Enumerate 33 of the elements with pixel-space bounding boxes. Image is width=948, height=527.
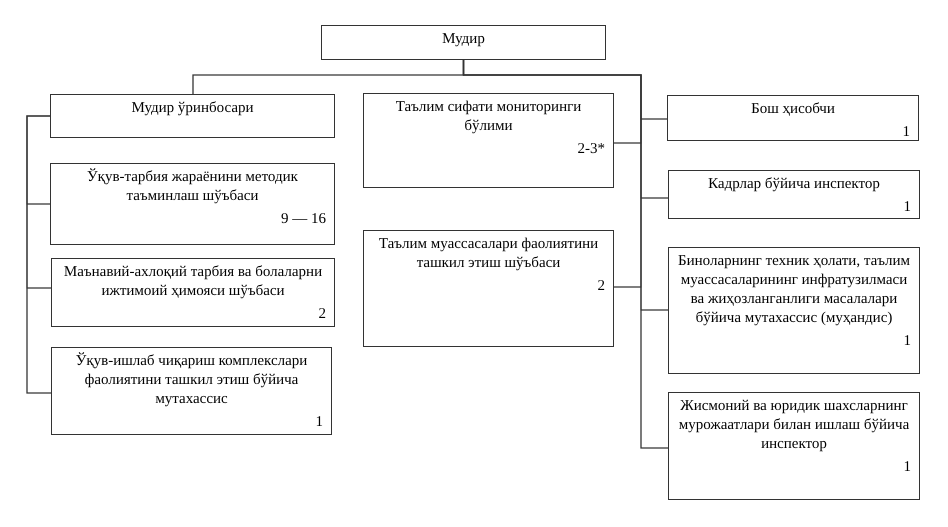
org-box	[51, 258, 335, 327]
connector-line	[462, 60, 668, 449]
staff-count: 2	[318, 305, 326, 324]
staff-count: 1	[904, 458, 911, 477]
staff-count: 1	[902, 123, 910, 142]
org-box	[668, 247, 920, 374]
box-title: Мудир ўринбосари	[131, 99, 254, 118]
box-title: Жисмоний ва юридик шахсларнинг мурожаатлари билан ишлаш бўйича инспектор	[678, 397, 910, 454]
connector-line	[26, 115, 51, 394]
staff-count: 1	[316, 413, 323, 432]
box-title: Ўқув-ишлаб чиқариш комплекслари фаолиятини ташкил этиш бўйича мутахассис	[74, 352, 308, 409]
org-box	[363, 93, 614, 188]
org-box	[363, 230, 614, 347]
org-box	[668, 170, 920, 219]
staff-count: 2	[598, 277, 605, 296]
staff-count: 9 — 16	[281, 210, 326, 229]
box-title: Мудир	[442, 30, 485, 49]
staff-count: 1	[904, 332, 911, 351]
org-box	[50, 163, 335, 245]
box-title: Таълим муассасалари фаолиятини ташкил этиш шўъбаси	[378, 235, 600, 273]
box-title: Биноларнинг техник ҳолати, таълим муассасаларининг инфратузилмаси ва жиҳозланганлиги масалалари бўйича мутахассис (муҳандис)	[677, 252, 911, 328]
org-box	[50, 94, 335, 138]
org-box	[51, 347, 332, 435]
staff-count: 1	[904, 198, 911, 217]
org-box	[321, 25, 606, 60]
box-title: Бош ҳисобчи	[751, 100, 835, 119]
org-box	[668, 392, 920, 500]
org-box	[667, 95, 919, 141]
box-title: Маънавий-ахлоқий тарбия ва болаларни ижтимоий ҳимояси шўъбаси	[62, 263, 324, 301]
box-title: Ўқув-тарбия жараёнини методик таъминлаш шўъбаси	[86, 168, 299, 206]
box-title: Таълим сифати мониторинги бўлими	[394, 98, 582, 136]
box-title: Кадрлар бўйича инспектор	[708, 175, 880, 194]
staff-count: 2-3*	[578, 140, 605, 159]
